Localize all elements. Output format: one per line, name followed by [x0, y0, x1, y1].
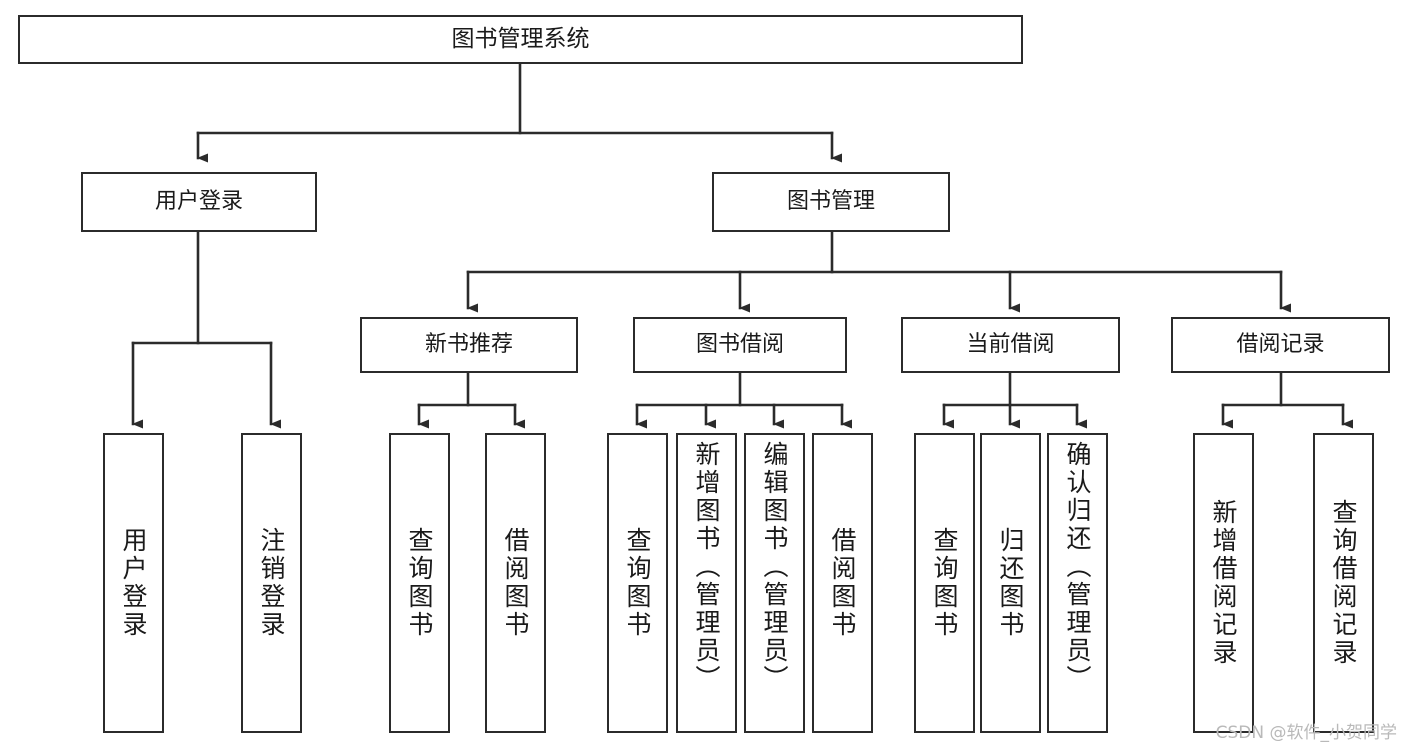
- node-leaf-borrow-book-2[interactable]: 借阅图书: [812, 433, 873, 733]
- node-leaf-query-book-1[interactable]: 查询图书: [389, 433, 450, 733]
- node-leaf-query-book-3-label: 查询图书: [930, 527, 959, 639]
- node-new-book-recommend-label: 新书推荐: [424, 332, 513, 358]
- node-leaf-user-login[interactable]: 用户登录: [103, 433, 164, 733]
- csdn-watermark: CSDN @软件_小贺同学: [1215, 723, 1397, 743]
- node-leaf-logout-label: 注销登录: [257, 527, 286, 639]
- node-leaf-user-login-label: 用户登录: [119, 527, 148, 639]
- node-leaf-query-book-2[interactable]: 查询图书: [607, 433, 668, 733]
- node-root-label: 图书管理系统: [451, 26, 590, 53]
- node-leaf-add-record-label: 新增借阅记录: [1209, 499, 1238, 667]
- node-leaf-query-record[interactable]: 查询借阅记录: [1313, 433, 1374, 733]
- node-leaf-return-book-label: 归还图书: [996, 527, 1025, 639]
- node-leaf-query-book-2-label: 查询图书: [623, 527, 652, 639]
- node-book-borrow[interactable]: 图书借阅: [633, 317, 847, 373]
- node-current-borrow-label: 当前借阅: [966, 332, 1055, 358]
- node-leaf-add-record[interactable]: 新增借阅记录: [1193, 433, 1254, 733]
- node-leaf-borrow-book-2-label: 借阅图书: [828, 527, 857, 639]
- node-book-borrow-label: 图书借阅: [695, 332, 784, 358]
- node-leaf-borrow-book-1[interactable]: 借阅图书: [485, 433, 546, 733]
- node-leaf-confirm-return[interactable]: 确认归还（管理员）: [1047, 433, 1108, 733]
- node-leaf-add-book-label: 新增图书（管理员）: [692, 441, 721, 693]
- node-leaf-edit-book[interactable]: 编辑图书（管理员）: [744, 433, 805, 733]
- node-leaf-borrow-book-1-label: 借阅图书: [501, 527, 530, 639]
- node-user-login[interactable]: 用户登录: [81, 172, 317, 232]
- node-leaf-return-book[interactable]: 归还图书: [980, 433, 1041, 733]
- node-new-book-recommend[interactable]: 新书推荐: [360, 317, 578, 373]
- node-leaf-query-book-3[interactable]: 查询图书: [914, 433, 975, 733]
- node-borrow-record[interactable]: 借阅记录: [1171, 317, 1390, 373]
- node-book-management[interactable]: 图书管理: [712, 172, 950, 232]
- node-user-login-label: 用户登录: [154, 189, 243, 215]
- node-leaf-add-book[interactable]: 新增图书（管理员）: [676, 433, 737, 733]
- node-current-borrow[interactable]: 当前借阅: [901, 317, 1120, 373]
- node-root[interactable]: 图书管理系统: [18, 15, 1023, 64]
- node-borrow-record-label: 借阅记录: [1236, 332, 1325, 358]
- node-leaf-confirm-return-label: 确认归还（管理员）: [1063, 441, 1092, 693]
- node-leaf-query-record-label: 查询借阅记录: [1329, 499, 1358, 667]
- node-leaf-logout[interactable]: 注销登录: [241, 433, 302, 733]
- node-leaf-query-book-1-label: 查询图书: [405, 527, 434, 639]
- node-book-management-label: 图书管理: [786, 189, 875, 215]
- node-leaf-edit-book-label: 编辑图书（管理员）: [760, 441, 789, 693]
